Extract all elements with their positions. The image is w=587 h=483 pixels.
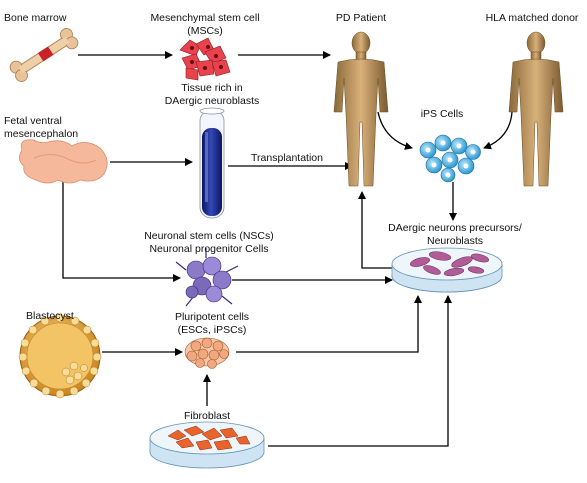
label-hla-donor: HLA matched donor bbox=[485, 12, 579, 24]
label-fetal-line1: Fetal ventral bbox=[4, 115, 62, 127]
test-tube-icon bbox=[199, 107, 225, 219]
daergic-dish-icon bbox=[391, 247, 503, 293]
arrow-fibro-to-dish bbox=[268, 295, 452, 447]
arrow-pluri-to-dish bbox=[236, 295, 422, 353]
pd-patient-figure bbox=[333, 31, 389, 187]
arrow-patient-to-ips bbox=[377, 111, 413, 150]
label-daergic-line2: Neuroblasts bbox=[426, 235, 484, 247]
label-pluri-line2: (ESCs, iPSCs) bbox=[177, 324, 247, 336]
label-blastocyst: Blastocyst bbox=[26, 310, 74, 322]
label-nsc-line2: Neuronal progenitor Cells bbox=[149, 243, 269, 255]
ips-cells-icon bbox=[419, 134, 481, 183]
fetal-mesencephalon-icon bbox=[19, 139, 108, 184]
blastocyst-icon bbox=[18, 313, 102, 399]
label-fetal-line2: mesencephalon bbox=[4, 128, 79, 140]
label-bone-marrow: Bone marrow bbox=[4, 12, 67, 24]
label-msc-line1: Mesenchymal stem cell bbox=[150, 12, 260, 24]
label-daergic-line1: DAergic neurons precursors/ bbox=[388, 222, 522, 234]
hla-donor-figure bbox=[508, 31, 564, 187]
label-ips-cells: iPS Cells bbox=[420, 108, 464, 120]
bone-icon bbox=[9, 28, 79, 82]
fibroblast-dish-icon bbox=[149, 421, 265, 469]
arrow-donor-to-ips bbox=[483, 111, 513, 150]
arrow-dish-to-patient bbox=[358, 191, 392, 269]
label-tissue-line1: Tissue rich in bbox=[181, 82, 243, 94]
pluripotent-cells-icon bbox=[184, 337, 230, 369]
arrow-fetal-to-nsc bbox=[62, 182, 181, 282]
label-nsc-line1: Neuronal stem cells (NSCs) bbox=[144, 230, 274, 242]
arrows bbox=[62, 51, 513, 447]
label-pluri-line1: Pluripotent cells bbox=[174, 311, 250, 323]
nsc-cells-icon bbox=[175, 248, 239, 307]
label-transplantation: Transplantation bbox=[251, 152, 323, 164]
label-fibroblast: Fibroblast bbox=[183, 410, 231, 422]
label-tissue-line2: DAergic neuroblasts bbox=[164, 95, 260, 107]
msc-cells-icon bbox=[179, 37, 231, 81]
label-msc-line2: (MSCs) bbox=[187, 25, 223, 37]
label-pd-patient: PD Patient bbox=[335, 12, 387, 24]
